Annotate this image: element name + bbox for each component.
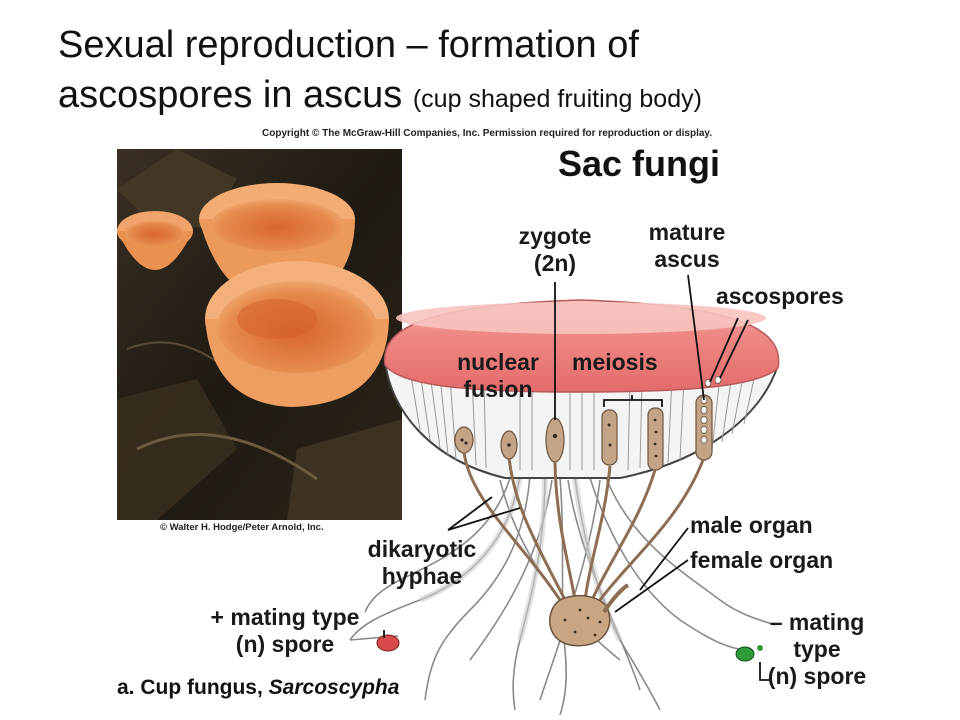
male-organ bbox=[602, 583, 630, 614]
label-zygote: zygote (2n) bbox=[505, 223, 605, 277]
label-female-organ: female organ bbox=[690, 547, 834, 573]
label-ascospores: ascospores bbox=[716, 283, 844, 309]
photo-credit: © Walter H. Hodge/Peter Arnold, Inc. bbox=[160, 522, 324, 533]
label-plus-2: (n) spore bbox=[235, 631, 335, 657]
label-male-organ: male organ bbox=[690, 512, 813, 538]
title-line-2: ascospores in ascus (cup shaped fruiting… bbox=[58, 70, 702, 124]
label-zygote-2: (2n) bbox=[533, 250, 577, 276]
pointer-lines bbox=[383, 274, 770, 681]
label-mature-ascus: mature ascus bbox=[632, 219, 742, 273]
caption-genus: Sarcoscypha bbox=[268, 676, 400, 699]
female-organ bbox=[549, 594, 611, 647]
label-nuclear-2: fusion bbox=[463, 376, 533, 402]
slide-title: Sexual reproduction – formation of ascos… bbox=[58, 20, 702, 124]
title-line-1: Sexual reproduction – formation of bbox=[58, 24, 639, 66]
label-meiosis: meiosis bbox=[572, 349, 658, 375]
label-dikaryotic-hyphae: dikaryotic hyphae bbox=[352, 536, 492, 590]
label-minus-1: – mating bbox=[769, 609, 865, 635]
caption-prefix: a. Cup fungus, bbox=[117, 676, 263, 699]
ascus-nuclei bbox=[460, 418, 658, 458]
diagram-heading: Sac fungi bbox=[558, 143, 721, 184]
label-mature-2: ascus bbox=[654, 246, 720, 272]
label-nuclear-1: nuclear bbox=[457, 349, 539, 375]
label-minus-2: type bbox=[793, 636, 841, 662]
plus-spore bbox=[376, 634, 400, 652]
label-minus-3: (n) spore bbox=[767, 663, 867, 689]
label-dikaryotic-1: dikaryotic bbox=[367, 536, 477, 562]
label-mature-1: mature bbox=[648, 219, 726, 245]
label-zygote-1: zygote bbox=[518, 223, 592, 249]
label-minus-mating-spore: – mating type (n) spore bbox=[752, 609, 882, 690]
cup-fungus-photo bbox=[117, 149, 402, 520]
minus-spore bbox=[735, 646, 755, 662]
label-dikaryotic-2: hyphae bbox=[381, 563, 463, 589]
female-organ-nuclei bbox=[563, 608, 602, 637]
title-paren: (cup shaped fruiting body) bbox=[412, 85, 702, 113]
copyright-notice: Copyright © The McGraw-Hill Companies, I… bbox=[262, 128, 713, 139]
paraphyses bbox=[409, 369, 757, 471]
ascogenous-hyphae bbox=[462, 451, 705, 601]
cup-rim bbox=[396, 302, 766, 334]
stalk-hyphae-outline bbox=[418, 474, 623, 642]
figure-caption: a. Cup fungus, Sarcoscypha bbox=[117, 676, 399, 700]
title-line-2-main: ascospores in ascus bbox=[58, 74, 403, 116]
label-plus-mating-spore: + mating type (n) spore bbox=[190, 604, 380, 658]
label-plus-1: + mating type bbox=[210, 604, 360, 630]
label-nuclear-fusion: nuclear fusion bbox=[440, 349, 556, 403]
